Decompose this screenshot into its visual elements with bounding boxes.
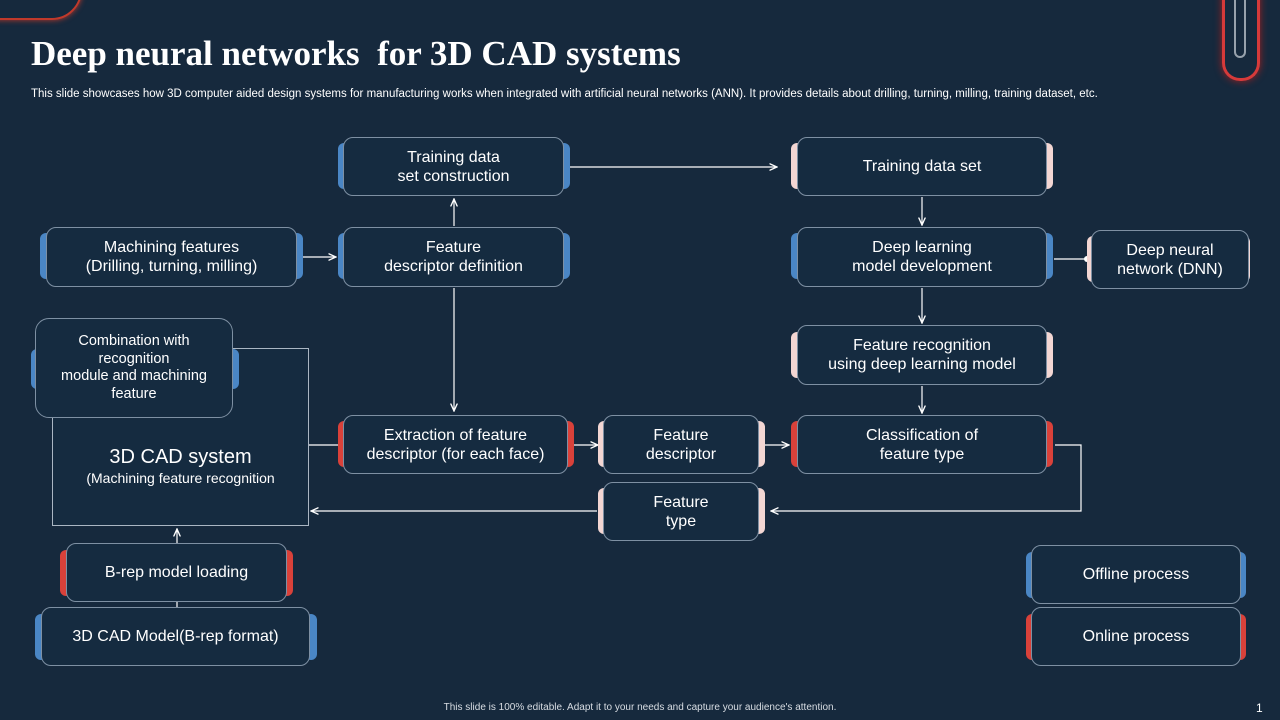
node-classification: Classification of feature type bbox=[797, 415, 1047, 474]
footer-note: This slide is 100% editable. Adapt it to… bbox=[443, 702, 837, 713]
corner-decoration-right bbox=[1222, 0, 1260, 81]
node-feature-descriptor-definition: Feature descriptor definition bbox=[343, 227, 564, 287]
node-deep-learning-development: Deep learning model development bbox=[797, 227, 1047, 287]
node-feature-descriptor: Feature descriptor bbox=[603, 415, 759, 474]
node-training-data-construction: Training data set construction bbox=[343, 137, 564, 196]
slide-subtitle: This slide showcases how 3D computer aid… bbox=[31, 88, 1098, 100]
slide-title: Deep neural networks for 3D CAD systems bbox=[31, 34, 681, 73]
node-deep-neural-network: Deep neural network (DNN) bbox=[1091, 230, 1249, 289]
node-cad-model: 3D CAD Model(B-rep format) bbox=[41, 607, 310, 666]
cad-system-subtitle: (Machining feature recognition bbox=[86, 470, 275, 486]
legend-offline-process: Offline process bbox=[1031, 545, 1241, 604]
node-machining-features: Machining features (Drilling, turning, m… bbox=[46, 227, 297, 287]
node-brep-loading: B-rep model loading bbox=[66, 543, 287, 602]
page-number: 1 bbox=[1256, 701, 1263, 715]
legend-online-process: Online process bbox=[1031, 607, 1241, 666]
node-extraction: Extraction of feature descriptor (for ea… bbox=[343, 415, 568, 474]
node-feature-recognition: Feature recognition using deep learning … bbox=[797, 325, 1047, 385]
cad-system-title: 3D CAD system bbox=[109, 446, 252, 468]
corner-decoration-right-inner bbox=[1234, 0, 1246, 58]
node-training-data-set: Training data set bbox=[797, 137, 1047, 196]
node-combination: Combination with recognition module and … bbox=[35, 318, 233, 418]
arrow-classification-to-feature-type bbox=[771, 444, 1082, 511]
node-feature-type: Feature type bbox=[603, 482, 759, 541]
